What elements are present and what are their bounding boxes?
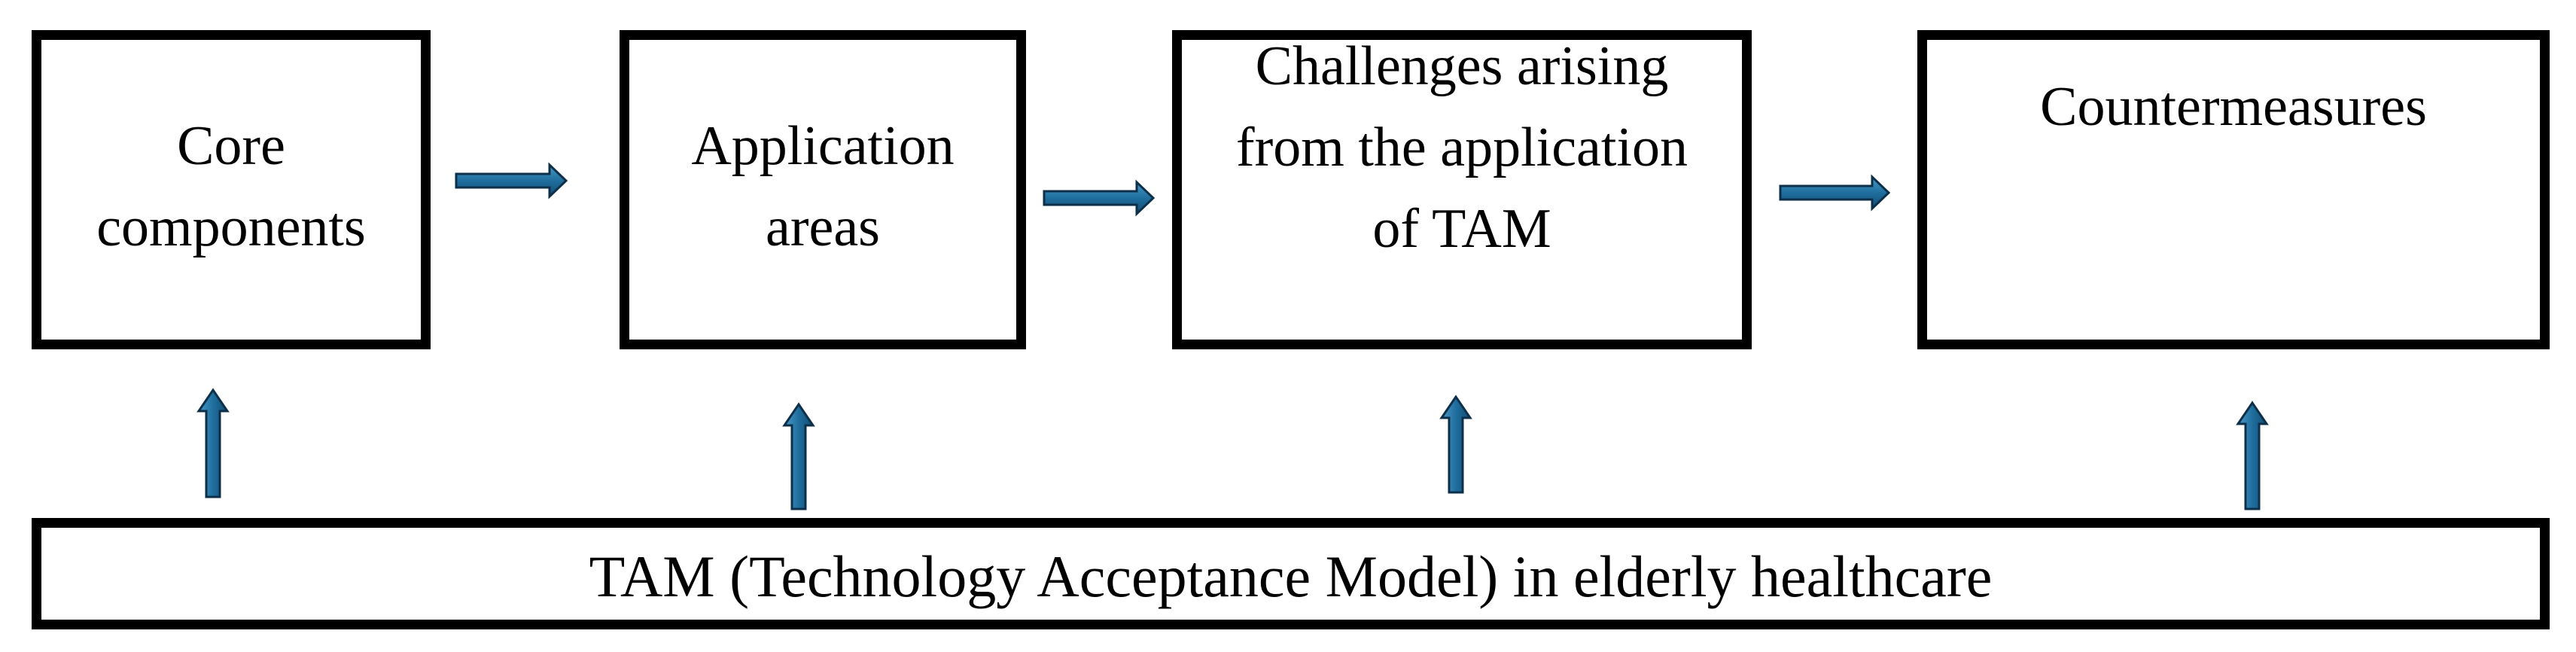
countermeasures-box: Countermeasures	[1917, 30, 2550, 349]
arrow-base-to-core	[196, 388, 230, 498]
arrow-challenges-to-countermeasures	[1779, 174, 1891, 212]
arrow-areas-to-challenges	[1043, 179, 1156, 217]
challenges-box: Challenges arising from the application …	[1172, 30, 1752, 349]
core-components-label: Core components	[96, 115, 366, 258]
countermeasures-label: Countermeasures	[2040, 76, 2427, 138]
arrow-core-to-areas	[455, 162, 568, 200]
tam-base-label: TAM (Technology Acceptance Model) in eld…	[589, 544, 1993, 609]
application-areas-box: Application areas	[620, 30, 1026, 349]
arrow-base-to-challenges	[1439, 395, 1472, 494]
core-components-box: Core components	[32, 30, 431, 349]
challenges-label: Challenges arising from the application …	[1235, 35, 1688, 260]
arrow-base-to-areas	[782, 402, 815, 510]
application-areas-label: Application areas	[691, 115, 955, 258]
tam-base-box: TAM (Technology Acceptance Model) in eld…	[32, 518, 2550, 629]
arrow-base-to-countermeasures	[2236, 401, 2269, 510]
